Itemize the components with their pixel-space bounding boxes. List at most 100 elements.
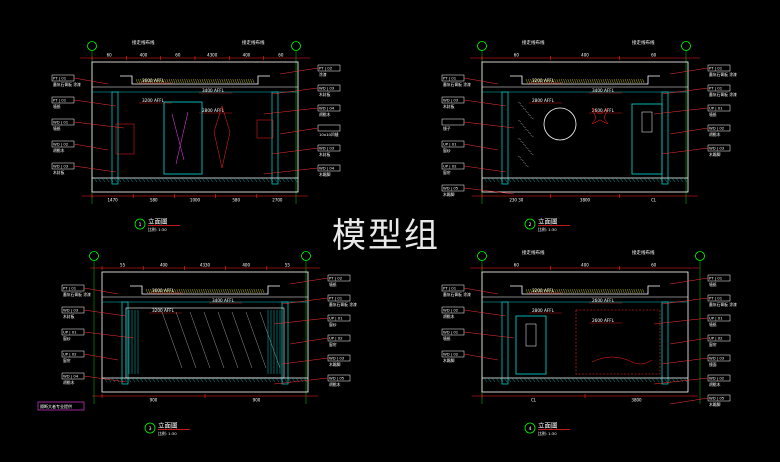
- cove-hatch: [144, 78, 147, 84]
- cove-hatch: [539, 78, 541, 84]
- cove-hatch: [227, 288, 230, 294]
- floor-hatch: [531, 377, 536, 383]
- cove-hatch: [585, 288, 588, 294]
- floor-hatch: [615, 377, 620, 383]
- dimension-label: 400: [581, 53, 589, 58]
- cove-hatch: [578, 288, 581, 294]
- floor-hatch: [197, 177, 202, 183]
- dimension-label: 60: [651, 53, 657, 58]
- cove-hatch: [576, 78, 579, 84]
- cove-hatch: [633, 78, 636, 84]
- floor-hatch: [515, 177, 520, 183]
- dimension-label: CL: [651, 198, 657, 203]
- cove-hatch: [157, 78, 160, 84]
- decor-furniture: [591, 356, 653, 365]
- dimension-label: 400: [160, 263, 168, 268]
- top-note: 接走线布线: [632, 249, 655, 256]
- floor-hatch: [587, 377, 592, 383]
- floor-hatch: [151, 377, 156, 383]
- cove-hatch: [574, 288, 577, 294]
- drawing-scale: 比例: 1:30: [538, 431, 557, 436]
- wall-pilaster: [661, 301, 669, 385]
- cove-hatch: [173, 78, 176, 84]
- cove-hatch: [190, 78, 193, 84]
- floor-hatch: [277, 177, 282, 183]
- cove-hatch: [198, 288, 201, 294]
- material-tag-code: UP | 02: [443, 164, 457, 169]
- material-tag-text: 木封板: [63, 314, 75, 319]
- floor-hatch: [575, 177, 580, 183]
- cove-hatch: [212, 78, 215, 84]
- floor-hatch: [231, 377, 236, 383]
- curtain-pattern: [525, 110, 529, 114]
- dimension-label: 1470: [108, 198, 119, 203]
- cove-hatch: [195, 78, 198, 84]
- floor-hatch: [499, 177, 504, 183]
- curtain-pattern: [525, 128, 529, 132]
- floor-hatch: [291, 377, 296, 383]
- material-tag-code: PT | 01: [443, 76, 457, 81]
- dimension-label: 2700: [272, 198, 283, 203]
- decor-lamp: [591, 107, 609, 125]
- cove-hatch: [605, 288, 607, 294]
- material-tag-text: 墨灰石膏板 涂漆: [443, 82, 471, 87]
- material-tag-text: 木封板: [53, 170, 65, 175]
- cove-hatch: [162, 78, 165, 84]
- tag-leader: [463, 287, 499, 295]
- floor-hatch: [203, 377, 208, 383]
- cove-hatch: [565, 78, 568, 84]
- cove-hatch: [642, 288, 645, 294]
- curtain-pattern: [525, 164, 529, 168]
- floor-hatch: [199, 377, 204, 383]
- floor-hatch: [631, 377, 636, 383]
- cove-hatch: [209, 288, 212, 294]
- floor-hatch: [181, 177, 186, 183]
- tag-leader: [271, 87, 319, 95]
- dimension-label: CL: [531, 398, 537, 403]
- floor-hatch: [97, 177, 102, 183]
- floor-hatch: [209, 177, 214, 183]
- tag-leader: [273, 317, 329, 325]
- cove-hatch: [528, 288, 530, 294]
- cove-hatch: [205, 288, 208, 294]
- floor-hatch: [535, 377, 540, 383]
- material-tag-code: UP | 01: [709, 316, 723, 321]
- cove-hatch: [228, 78, 231, 84]
- floor-hatch: [251, 377, 256, 383]
- dimension-label: 55: [285, 263, 291, 268]
- cove-hatch: [249, 288, 252, 294]
- elevation-outline: [481, 271, 689, 393]
- cove-hatch: [201, 78, 204, 84]
- tag-leader: [289, 277, 329, 285]
- floor-hatch: [587, 177, 592, 183]
- cove-hatch: [594, 78, 596, 84]
- cove-hatch: [558, 288, 561, 294]
- cove-hatch: [154, 288, 157, 294]
- material-tag-text: 窗纱: [329, 322, 337, 327]
- tag-leader: [463, 187, 515, 195]
- floor-hatch: [623, 177, 628, 183]
- cove-hatch: [572, 78, 574, 84]
- floor-hatch: [93, 177, 98, 183]
- curtain-pattern: [527, 149, 532, 153]
- floor-hatch: [115, 377, 120, 383]
- cove-hatch: [530, 288, 533, 294]
- cove-hatch: [252, 78, 255, 84]
- material-tag-text: 墙纸: [709, 112, 717, 117]
- material-tag-code: WD | 01: [53, 120, 69, 125]
- material-tag-box: [707, 124, 731, 132]
- tag-leader: [669, 397, 709, 405]
- dimension-label: 60: [107, 53, 113, 58]
- cove-hatch: [609, 288, 612, 294]
- floor-hatch: [535, 177, 540, 183]
- cove-hatch: [556, 288, 559, 294]
- level-label: 3200 AFFL: [152, 308, 175, 313]
- cove-hatch: [528, 78, 530, 84]
- cove-hatch: [166, 78, 169, 84]
- floor-hatch: [237, 177, 242, 183]
- cove-hatch: [569, 78, 572, 84]
- floor-hatch: [671, 377, 676, 383]
